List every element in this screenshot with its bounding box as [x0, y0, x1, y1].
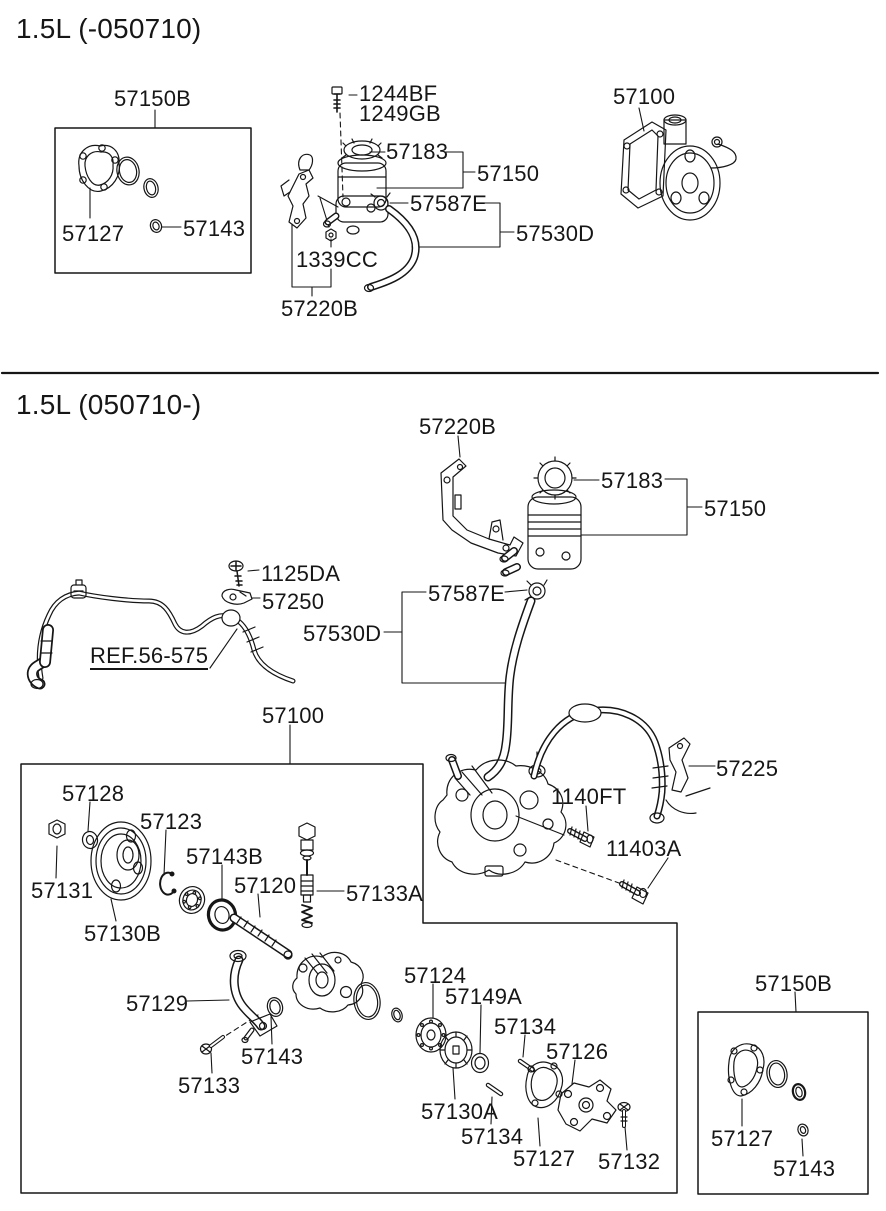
- reservoir-drawing-s1: [322, 138, 389, 235]
- label-s1-57143: 57143: [183, 216, 246, 241]
- nut-1339cc-drawing: [325, 228, 337, 242]
- label-s2-57127-kit: 57127: [711, 1126, 774, 1151]
- label-s2-57127: 57127: [513, 1146, 576, 1171]
- label-s2-57134-a: 57134: [494, 1014, 557, 1039]
- label-s1-57150: 57150: [477, 161, 540, 186]
- label-s1-57127: 57127: [62, 221, 125, 246]
- pump-exploded-box-57100: [20, 763, 678, 1194]
- bolt-11403a-drawing: [619, 879, 649, 905]
- leader-lines-section1: [89, 94, 645, 297]
- pump-housing-drawing: [292, 951, 364, 1013]
- label-s2-57220B: 57220B: [419, 414, 497, 439]
- label-s1-1249GB: 1249GB: [359, 101, 441, 126]
- small-oring-drawing: [391, 1007, 403, 1023]
- section2-title: 1.5L (050710-): [16, 389, 202, 420]
- bearing-drawing: [178, 885, 206, 915]
- label-s1-57530D: 57530D: [516, 221, 595, 246]
- bolt-1140ft-drawing: [567, 826, 595, 848]
- nut-57131-drawing: [48, 819, 66, 839]
- label-s2-57530D: 57530D: [303, 621, 382, 646]
- label-s2-57123: 57123: [140, 809, 203, 834]
- snap-ring-57123-drawing: [159, 871, 177, 896]
- label-s2-57126: 57126: [546, 1039, 609, 1064]
- label-s2-57133: 57133: [178, 1073, 241, 1098]
- label-s2-1140FT: 1140FT: [551, 784, 627, 809]
- return-hose-drawing: [26, 579, 296, 690]
- big-oring-drawing: [353, 981, 381, 1021]
- label-s1-57587E: 57587E: [410, 191, 488, 216]
- ref-link-56-575[interactable]: REF.56-575: [90, 643, 209, 670]
- suction-pipe-57129-drawing: [229, 949, 278, 1044]
- label-s1-57150B: 57150B: [114, 86, 192, 111]
- label-s2-57128: 57128: [62, 781, 125, 806]
- label-s2-57143: 57143: [241, 1044, 304, 1069]
- label-s2-57131: 57131: [31, 878, 94, 903]
- gasket-57127-mid-drawing: [525, 1061, 564, 1109]
- screw-1125da-drawing: [228, 560, 244, 587]
- label-s2-57225: 57225: [716, 756, 779, 781]
- label-s2-57124: 57124: [404, 963, 467, 988]
- label-s2-57143B: 57143B: [186, 844, 264, 869]
- leader-lines-section2: [55, 435, 804, 1157]
- label-s2-57150: 57150: [704, 496, 767, 521]
- label-s2-11403A: 11403A: [606, 836, 682, 861]
- label-s2-57132: 57132: [598, 1149, 661, 1174]
- clamp-57250-drawing: [221, 588, 253, 605]
- hose-57530d-drawing-s2: [483, 596, 536, 782]
- rotor-57130a-drawing: [439, 1031, 473, 1069]
- valve-57133a-drawing: [298, 822, 316, 929]
- reservoir-drawing-s2: [499, 456, 582, 577]
- label-s2-57183: 57183: [601, 468, 664, 493]
- label-s2-57587E: 57587E: [428, 581, 506, 606]
- shaft-57120-drawing: [229, 913, 293, 960]
- label-s2-57134-b: 57134: [461, 1124, 524, 1149]
- oring-57143-box-drawing: [266, 997, 284, 1017]
- pump-57100-drawing-s1: [620, 114, 737, 221]
- section1-title: 1.5L (-050710): [16, 13, 202, 44]
- oring-57143-bottom: [797, 1123, 809, 1137]
- pressure-hose-57225-drawing: [530, 703, 711, 824]
- label-s2-57129: 57129: [126, 991, 189, 1016]
- bracket-57220b-drawing-s1: [280, 153, 314, 229]
- washer-57128-drawing: [81, 830, 99, 850]
- label-s2-57133A: 57133A: [346, 881, 424, 906]
- bolt-57132-drawing: [617, 1101, 631, 1128]
- label-s2-57130A: 57130A: [421, 1099, 499, 1124]
- pulley-57130b-drawing: [90, 821, 152, 901]
- label-s1-57220B: 57220B: [281, 296, 359, 321]
- bushing-57149a-drawing: [470, 1052, 490, 1074]
- label-s1-1244BF: 1244BF: [359, 81, 438, 106]
- label-s2-57120: 57120: [234, 873, 297, 898]
- label-s2-57100: 57100: [262, 703, 325, 728]
- label-s1-57100: 57100: [613, 84, 676, 109]
- label-s2-57250: 57250: [262, 589, 325, 614]
- clamp-57587e-drawing-s1: [370, 192, 391, 211]
- kit-box-57150b-top: [54, 127, 252, 274]
- clamp-57587e-drawing-s2: [524, 579, 548, 601]
- label-s2-57149A: 57149A: [445, 984, 523, 1009]
- pin-57134-drawing-2: [485, 1082, 504, 1097]
- label-s1-1339CC: 1339CC: [296, 247, 378, 272]
- hose-57530d-drawing-s1: [363, 205, 420, 293]
- bolt-1244bf-drawing: [331, 86, 343, 113]
- seal-kit-drawing-top: [78, 144, 163, 233]
- cover-57126-drawing: [557, 1079, 617, 1132]
- kit-box-57150b-bottom: [697, 1011, 869, 1195]
- rotor-57124-drawing: [415, 1017, 447, 1053]
- bracket-57220b-drawing-s2: [440, 458, 524, 557]
- label-s2-57130B: 57130B: [84, 921, 162, 946]
- seal-kit-drawing-bottom: [727, 1043, 809, 1137]
- oring-57143-top: [149, 219, 163, 233]
- bolt-57133-drawing: [199, 1035, 225, 1055]
- label-s2-57143-kit: 57143: [773, 1156, 836, 1181]
- label-s1-57183: 57183: [386, 139, 449, 164]
- seal-57143b-drawing: [206, 898, 238, 932]
- label-s2-1125DA: 1125DA: [261, 561, 341, 586]
- label-s2-57150B: 57150B: [755, 971, 833, 996]
